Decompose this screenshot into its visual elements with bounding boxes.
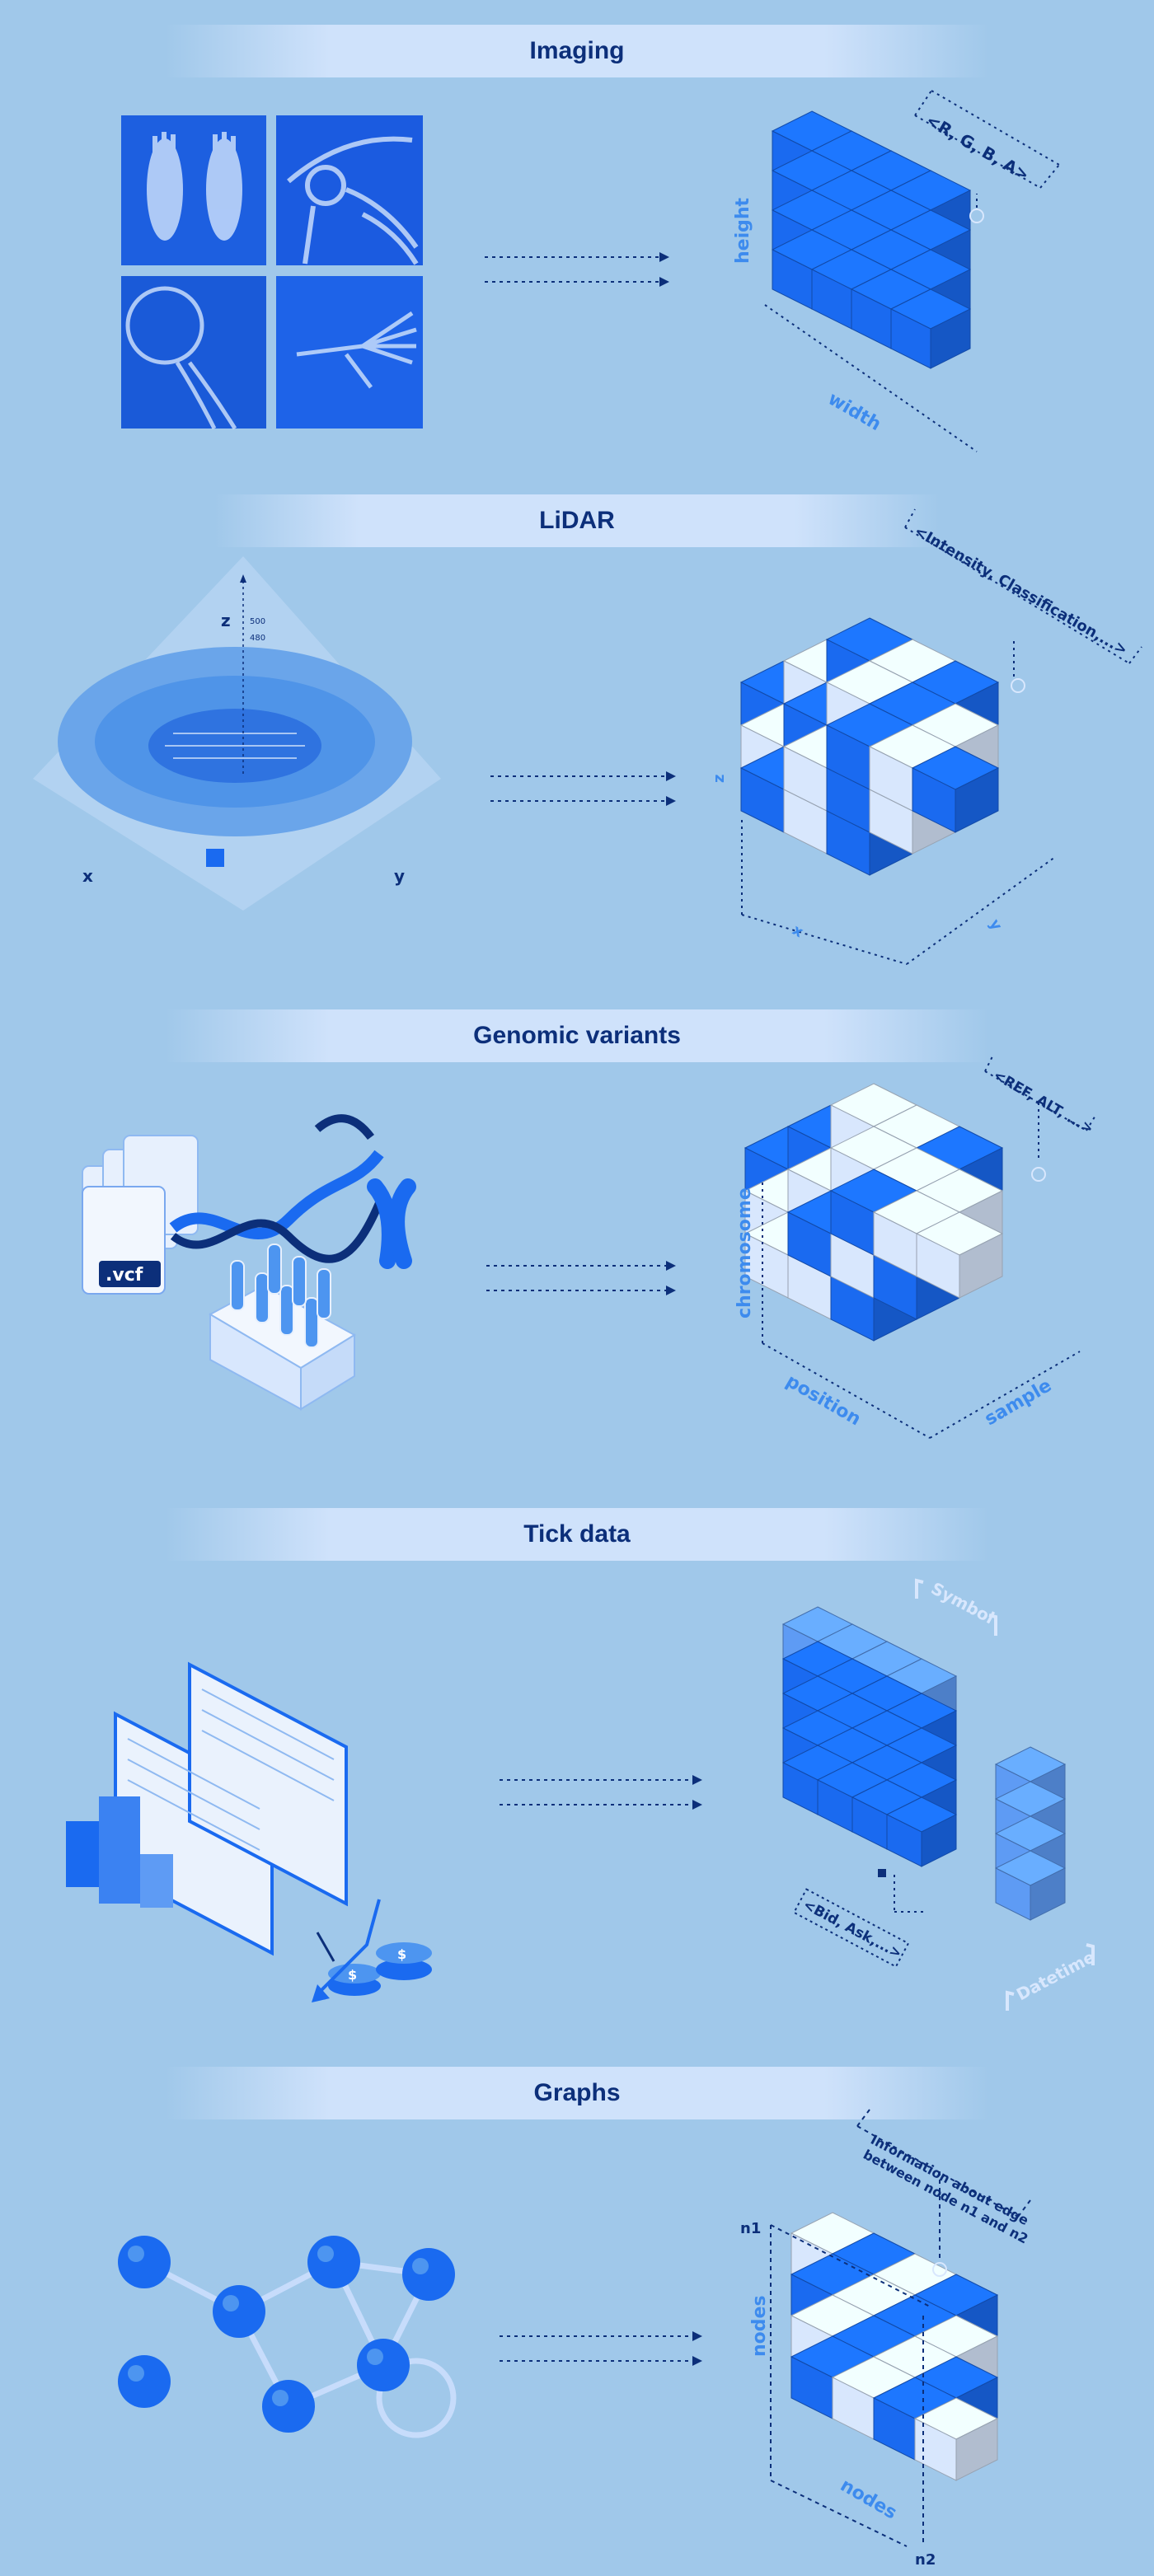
section-title-genomic: Genomic variants (165, 1009, 989, 1062)
graph-illustration (118, 2236, 457, 2438)
genomic-illustration: .vcf (82, 1114, 416, 1411)
source-axis-z: z (221, 611, 231, 630)
xray-skull-image (121, 276, 266, 429)
source-axis-x: x (82, 866, 93, 886)
genomic-diagram: .vcf (82, 1054, 1097, 1439)
imaging-array-cubes (771, 110, 972, 369)
axis-label-x: x (790, 921, 807, 941)
xray-image-grid (121, 115, 423, 430)
tick-illustration: $ $ (66, 1661, 432, 2002)
axis-label-y: y (986, 916, 1006, 934)
array-cell-cube (889, 288, 972, 369)
cell-attribute-label: <R, G, B, A> (923, 110, 1033, 185)
array-cell-cube (911, 746, 1000, 833)
axis-label-nodes-vertical: nodes (749, 2295, 770, 2357)
vcf-file-label: .vcf (106, 1265, 143, 1286)
z-tick-480: 480 (250, 634, 265, 643)
xray-feet-image (121, 115, 266, 265)
imaging-diagram: <R, G, B, A> height width (121, 90, 1060, 452)
lidar-point-cloud: z 500 480 x y (33, 556, 441, 911)
axis-label-chromosome: chromosome (734, 1187, 755, 1318)
section-title-graphs: Graphs (165, 2067, 989, 2119)
coin-symbol: $ (397, 1946, 406, 1962)
genomic-array-cubes (744, 1083, 1004, 1342)
axis-label-sample: sample (982, 1375, 1056, 1430)
cell-attribute-label: <Intensity, Classification,...> (912, 522, 1131, 659)
array-cell-cube (913, 2397, 999, 2481)
node-label-n1: n1 (740, 2220, 761, 2237)
cell-attribute-label-line1: Information about edge (868, 2132, 1031, 2228)
graph-node (357, 2339, 410, 2391)
section-genomic-variants: Genomic variants .vcf (0, 989, 1154, 1483)
graph-array-cubes (790, 2212, 999, 2481)
graph-node (118, 2355, 171, 2408)
section-title-tick: Tick data (165, 1508, 989, 1561)
graph-node (307, 2236, 360, 2288)
graph-node (118, 2236, 171, 2288)
z-tick-500: 500 (250, 617, 265, 626)
cell-attribute-label: <REF, ALT, ...> (991, 1067, 1096, 1138)
axis-label-height: height (733, 197, 753, 264)
axis-label-position: position (782, 1371, 864, 1431)
coin-symbol: $ (348, 1967, 357, 1983)
array-cell-cube (994, 1850, 1067, 1921)
section-graphs: Graphs (0, 2019, 1154, 2576)
cell-attribute-label: <Bid, Ask,...> (800, 1897, 904, 1963)
transform-arrows (485, 256, 659, 283)
graph-node (262, 2380, 315, 2433)
section-imaging: Imaging (0, 0, 1154, 494)
section-tick-data: Tick data $ $ (0, 1483, 1154, 2019)
tick-diagram: $ $ Symbol Datetime (66, 1578, 1098, 2011)
axis-label-width: width (824, 389, 884, 436)
array-cell-cube (885, 1796, 958, 1867)
axis-label-z: z (711, 775, 728, 783)
cell-attribute-label-line2: between node n1 and n2 (861, 2147, 1030, 2247)
section-title-imaging: Imaging (165, 25, 989, 77)
section-title-lidar: LiDAR (214, 494, 940, 547)
lidar-array-cubes (739, 617, 1000, 876)
section-lidar: LiDAR z 500 480 x y (0, 494, 1154, 989)
node-label-n2: n2 (915, 2551, 936, 2569)
lidar-diagram: z 500 480 x y <Intensity, Classification… (33, 508, 1142, 965)
graph-node (402, 2248, 455, 2301)
tick-array-cubes (781, 1606, 1067, 1921)
axis-label-datetime: Datetime (1013, 1946, 1098, 2004)
array-cell-cube (915, 1211, 1004, 1299)
source-axis-y: y (394, 866, 405, 886)
axis-label-symbol: Symbol (928, 1578, 998, 1628)
graph-node (213, 2285, 265, 2338)
graphs-diagram: Information about edge between node n1 a… (118, 2109, 1031, 2569)
